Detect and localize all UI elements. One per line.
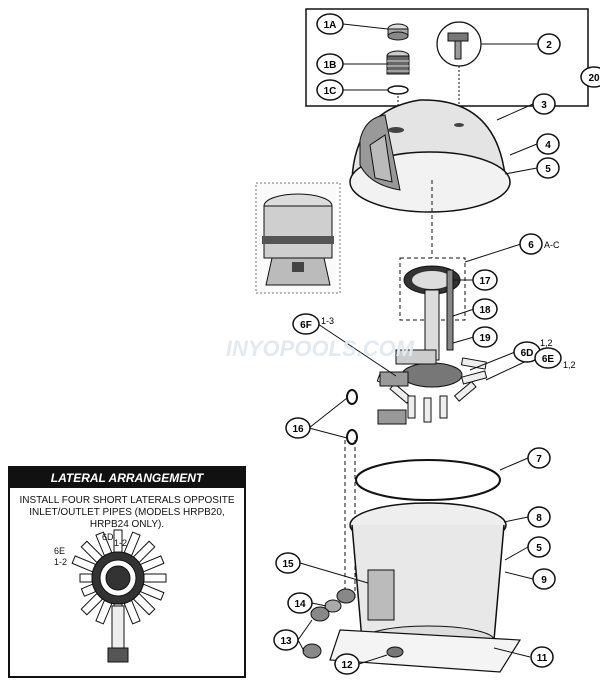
callout-17: 17	[472, 269, 498, 291]
lateral-arrangement-box: LATERAL ARRANGEMENT INSTALL FOUR SHORT L…	[8, 466, 246, 678]
svg-text:1,2: 1,2	[563, 360, 576, 370]
part-13-union-nuts	[302, 606, 330, 659]
part-16-oring-upper	[346, 389, 358, 405]
svg-text:6: 6	[528, 240, 534, 251]
callout-20: 20	[580, 66, 600, 88]
callout-6: 6 A-C	[519, 233, 560, 255]
callout-1b: 1B	[316, 53, 344, 75]
svg-text:17: 17	[479, 276, 491, 287]
svg-text:6E: 6E	[542, 354, 555, 365]
svg-text:18: 18	[479, 305, 491, 316]
svg-text:A-C: A-C	[544, 240, 560, 250]
svg-text:9: 9	[541, 575, 547, 586]
svg-text:5: 5	[536, 543, 542, 554]
svg-text:19: 19	[479, 333, 491, 344]
callout-18: 18	[472, 298, 498, 320]
part-12-drain-plug	[386, 646, 404, 658]
callout-6e: 6E 1,2	[534, 347, 576, 370]
lateral-arrangement-drawing	[71, 529, 167, 663]
callout-4: 4	[536, 133, 560, 155]
label-6d: 6D	[102, 532, 114, 542]
part-1a-cap	[387, 23, 409, 41]
svg-text:20: 20	[588, 73, 600, 84]
svg-text:15: 15	[282, 559, 294, 570]
part-1b-fitting	[386, 50, 410, 75]
part-7-main-oring	[355, 459, 501, 501]
svg-text:14: 14	[294, 599, 306, 610]
svg-text:3: 3	[541, 100, 547, 111]
part-3-dome-lid	[349, 99, 511, 213]
callout-11: 11	[530, 646, 554, 668]
callout-5-lower: 5	[527, 536, 551, 558]
label-6e: 6E	[54, 546, 66, 556]
callout-2: 2	[537, 33, 561, 55]
svg-text:1A: 1A	[324, 20, 337, 31]
svg-text:4: 4	[545, 140, 551, 151]
callout-12: 12	[334, 653, 360, 675]
callout-6f: 6F 1-3	[292, 313, 334, 335]
svg-text:7: 7	[536, 454, 542, 465]
callout-14: 14	[287, 592, 313, 614]
part-14-union-fittings	[324, 588, 356, 613]
label-6e-sub: 1-2	[54, 557, 68, 567]
callout-3: 3	[532, 93, 556, 115]
svg-text:5: 5	[545, 164, 551, 175]
callout-1c: 1C	[316, 79, 344, 101]
lateral-arrangement-instructions: INSTALL FOUR SHORT LATERALS OPPOSITE INL…	[19, 495, 235, 530]
svg-text:13: 13	[280, 636, 292, 647]
part-2-air-relief	[436, 21, 482, 67]
callout-6d: 6D 1,2	[513, 338, 553, 363]
part-16-oring-lower	[346, 429, 358, 445]
callout-19: 19	[472, 326, 498, 348]
callout-13: 13	[273, 629, 299, 651]
callout-15: 15	[275, 552, 301, 574]
svg-text:8: 8	[536, 513, 542, 524]
callout-5-upper: 5	[536, 157, 560, 179]
svg-text:6D: 6D	[521, 348, 534, 359]
part-8-tank-body	[329, 502, 522, 673]
svg-text:16: 16	[292, 424, 304, 435]
svg-text:2: 2	[546, 40, 552, 51]
part-6-lateral-assembly	[376, 257, 488, 425]
svg-text:INYOPOOLS.COM: INYOPOOLS.COM	[226, 336, 415, 361]
svg-text:6F: 6F	[300, 320, 312, 331]
svg-text:11: 11	[537, 653, 548, 664]
svg-text:12: 12	[341, 660, 353, 671]
label-6d-sub: 1-2	[114, 538, 128, 548]
lateral-arrangement-title: LATERAL ARRANGEMENT	[10, 468, 244, 488]
svg-text:1B: 1B	[324, 60, 337, 71]
svg-text:1-3: 1-3	[321, 316, 334, 326]
callout-16: 16	[285, 417, 311, 439]
part-1c-oring	[387, 85, 409, 95]
svg-text:1,2: 1,2	[540, 338, 553, 348]
callout-8: 8	[527, 506, 551, 528]
callout-7: 7	[527, 447, 551, 469]
assembled-filter-thumbnail	[255, 182, 341, 294]
svg-text:1C: 1C	[324, 86, 337, 97]
watermark: INYOPOOLS.COM	[226, 336, 415, 361]
callout-1a: 1A	[316, 13, 344, 35]
callout-9: 9	[532, 568, 556, 590]
